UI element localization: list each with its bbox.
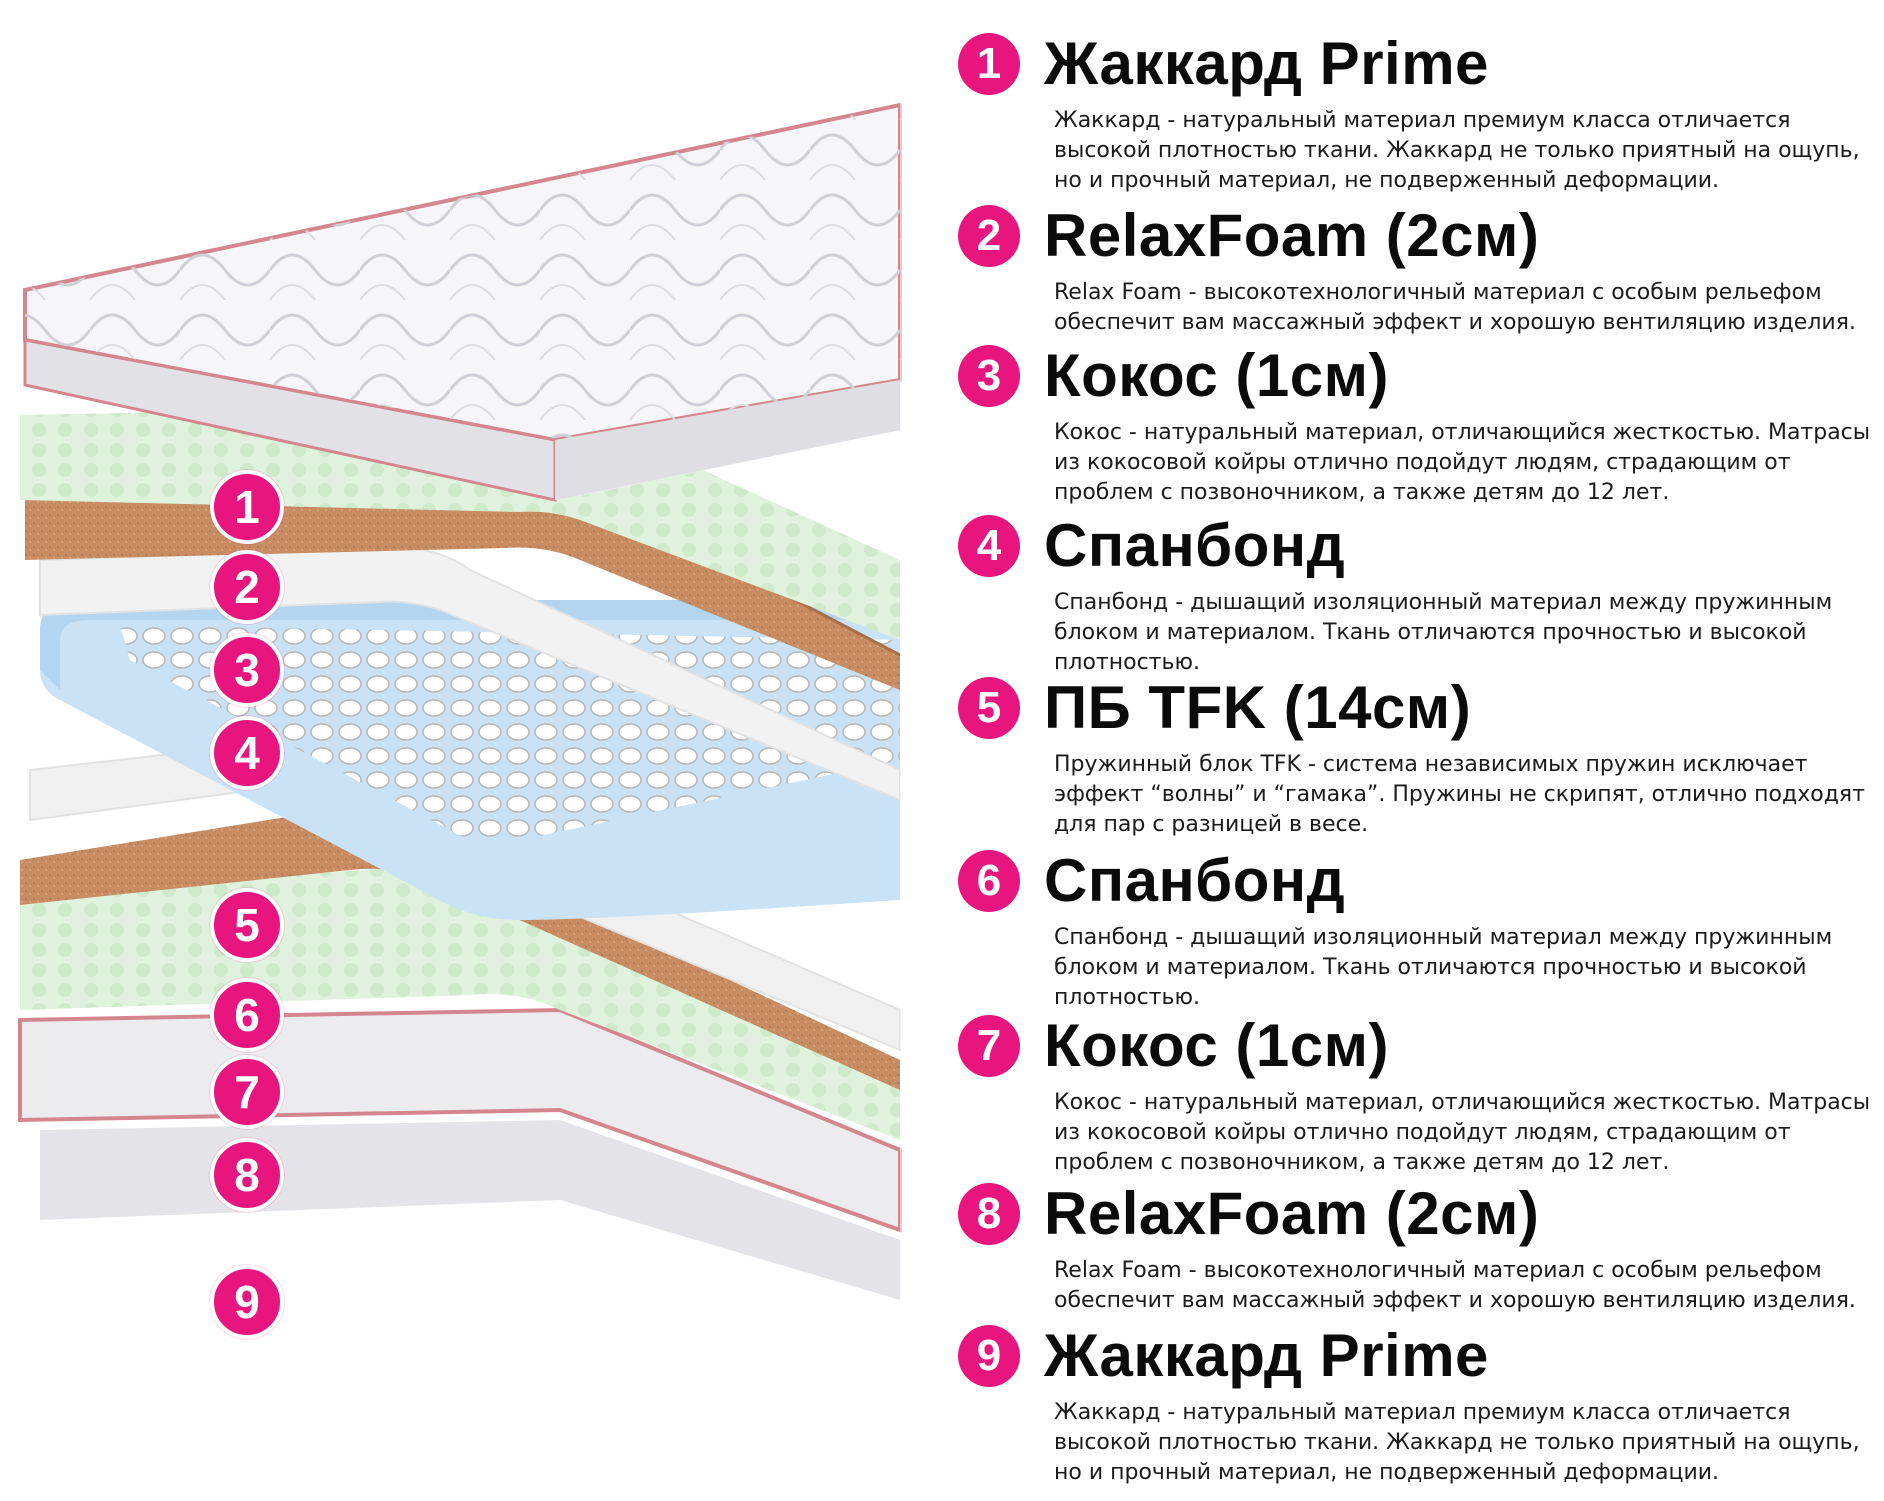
layer-badge-8: 8: [210, 1138, 284, 1212]
layer-number-badge: 2: [958, 205, 1020, 267]
layer-item-3: 3 Кокос (1см) Кокос - натуральный матери…: [958, 340, 1878, 508]
layer-badge-5: 5: [210, 888, 284, 962]
layer-item-6: 6 Спанбонд Спанбонд - дышащий изоляционн…: [958, 845, 1878, 1013]
layer-title: RelaxFoam (2см): [1044, 1180, 1540, 1247]
layer-number-badge: 6: [958, 850, 1020, 912]
layer-title: RelaxFoam (2см): [1044, 202, 1540, 269]
layer-description: Жаккард - натуральный материал премиум к…: [1054, 1400, 1860, 1485]
layer-1-jacquard: [23, 102, 902, 502]
layer-title: Спанбонд: [1044, 847, 1346, 914]
layer-item-5: 5 ПБ TFK (14см) Пружинный блок TFK - сис…: [958, 672, 1878, 840]
layer-item-4: 4 Спанбонд Спанбонд - дышащий изоляционн…: [958, 510, 1878, 678]
layer-title: Спанбонд: [1044, 512, 1346, 579]
layer-description: Кокос - натуральный материал, отличающий…: [1054, 1090, 1871, 1175]
layer-badge-7: 7: [210, 1055, 284, 1129]
layer-number-badge: 1: [958, 33, 1020, 95]
layer-badge-1: 1: [210, 470, 284, 544]
layer-description: Жаккард - натуральный материал премиум к…: [1054, 108, 1860, 193]
layer-number-badge: 9: [958, 1325, 1020, 1387]
layer-description: Пружинный блок TFK - система независимых…: [1054, 752, 1865, 837]
layer-description: Relax Foam - высокотехнологичный материа…: [1054, 1258, 1856, 1313]
layer-description: Relax Foam - высокотехнологичный материа…: [1054, 280, 1856, 335]
layer-description: Кокос - натуральный материал, отличающий…: [1054, 420, 1871, 505]
layer-item-7: 7 Кокос (1см) Кокос - натуральный матери…: [958, 1010, 1878, 1178]
layer-item-2: 2 RelaxFoam (2см) Relax Foam - высокотех…: [958, 200, 1878, 338]
layer-description: Спанбонд - дышащий изоляционный материал…: [1054, 590, 1833, 675]
layer-number-badge: 7: [958, 1015, 1020, 1077]
layer-title: Кокос (1см): [1044, 1012, 1389, 1079]
layer-badge-9: 9: [210, 1265, 284, 1339]
layer-item-1: 1 Жаккард Prime Жаккард - натуральный ма…: [958, 28, 1878, 196]
layer-item-8: 8 RelaxFoam (2см) Relax Foam - высокотех…: [958, 1178, 1878, 1316]
layer-badge-4: 4: [210, 716, 284, 790]
layer-title: Жаккард Prime: [1044, 30, 1489, 97]
layer-number-badge: 4: [958, 515, 1020, 577]
layer-badge-2: 2: [210, 550, 284, 624]
layer-number-badge: 3: [958, 345, 1020, 407]
layer-description: Спанбонд - дышащий изоляционный материал…: [1054, 925, 1833, 1010]
layer-number-badge: 8: [958, 1183, 1020, 1245]
layer-item-9: 9 Жаккард Prime Жаккард - натуральный ма…: [958, 1320, 1878, 1488]
layer-number-badge: 5: [958, 677, 1020, 739]
layer-title: ПБ TFK (14см): [1044, 674, 1472, 741]
layer-title: Кокос (1см): [1044, 342, 1389, 409]
description-panel: [900, 0, 1884, 1501]
layer-badge-6: 6: [210, 978, 284, 1052]
layer-7-coconut: [20, 809, 900, 1090]
layer-title: Жаккард Prime: [1044, 1322, 1489, 1389]
layer-badge-3: 3: [210, 633, 284, 707]
